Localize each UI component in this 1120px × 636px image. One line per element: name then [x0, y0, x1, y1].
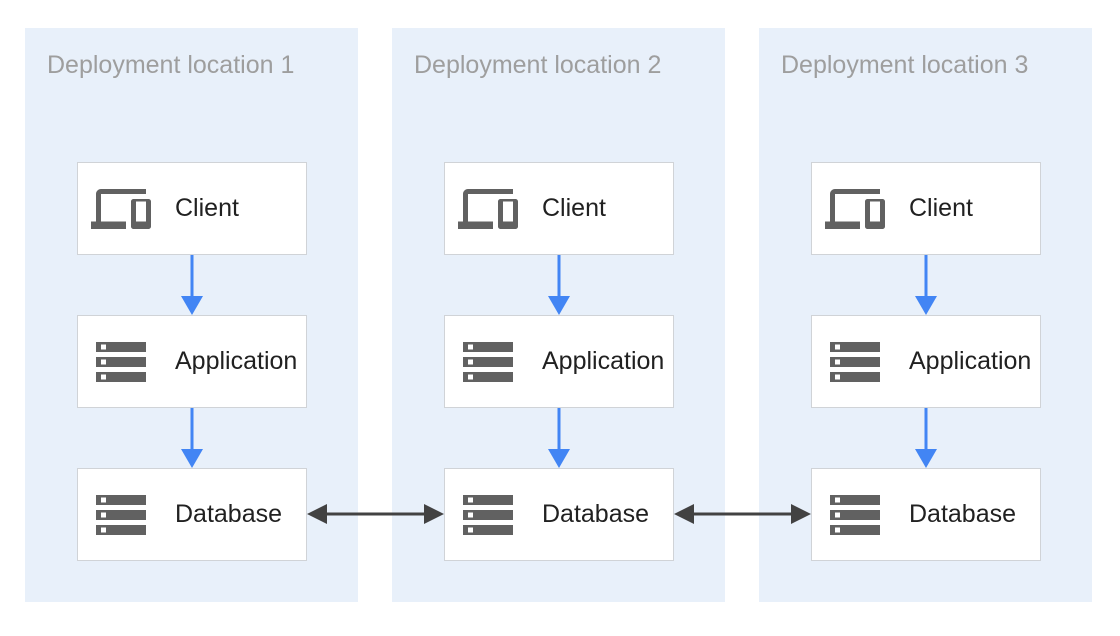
application-to-database-arrow [548, 408, 570, 468]
storage-icon [458, 485, 518, 545]
panel-title: Deployment location 1 [47, 51, 295, 79]
panel-title: Deployment location 3 [781, 51, 1029, 79]
client-to-application-arrow [548, 255, 570, 315]
deployment-location-2-panel: Deployment location 2 Client Application… [392, 28, 725, 602]
database-node: Database [811, 468, 1041, 561]
client-to-application-arrow [181, 255, 203, 315]
deployment-location-3-panel: Deployment location 3 Client Application… [759, 28, 1092, 602]
client-node: Client [811, 162, 1041, 255]
node-label: Client [542, 194, 606, 222]
database-replication-arrow-2-3 [674, 504, 811, 524]
storage-icon [825, 485, 885, 545]
database-node: Database [444, 468, 674, 561]
application-to-database-arrow [181, 408, 203, 468]
deployment-location-1-panel: Deployment location 1 Client Application… [25, 28, 358, 602]
application-to-database-arrow [915, 408, 937, 468]
devices-icon [91, 179, 151, 239]
node-label: Database [175, 500, 283, 528]
storage-icon [458, 332, 518, 392]
application-node: Application [811, 315, 1041, 408]
node-label: Client [175, 194, 239, 222]
node-label: Application [909, 347, 1032, 375]
client-node: Client [444, 162, 674, 255]
database-replication-arrow-1-2 [307, 504, 444, 524]
devices-icon [825, 179, 885, 239]
database-node: Database [77, 468, 307, 561]
panel-title: Deployment location 2 [414, 51, 662, 79]
application-node: Application [444, 315, 674, 408]
node-label: Application [542, 347, 665, 375]
application-node: Application [77, 315, 307, 408]
client-to-application-arrow [915, 255, 937, 315]
devices-icon [458, 179, 518, 239]
node-label: Application [175, 347, 298, 375]
storage-icon [91, 485, 151, 545]
storage-icon [91, 332, 151, 392]
node-label: Client [909, 194, 973, 222]
node-label: Database [542, 500, 650, 528]
node-label: Database [909, 500, 1017, 528]
client-node: Client [77, 162, 307, 255]
storage-icon [825, 332, 885, 392]
